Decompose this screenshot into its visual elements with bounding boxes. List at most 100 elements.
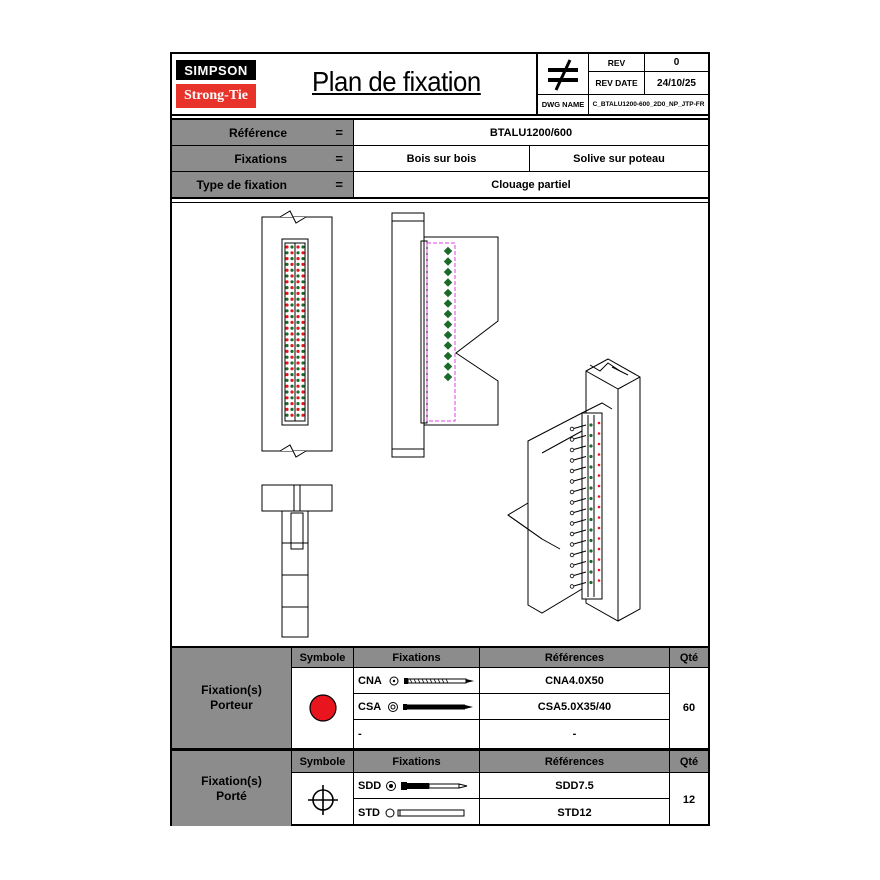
iso-screw-head bbox=[569, 489, 575, 495]
front-nail-dot bbox=[285, 309, 289, 313]
iso-screw-head bbox=[569, 510, 575, 516]
porte-ref-1: SDD7.5 bbox=[480, 773, 670, 799]
rev-value: 0 bbox=[673, 57, 680, 68]
porteur-ref-3: - bbox=[480, 720, 670, 748]
front-nail-dot bbox=[301, 332, 305, 336]
front-nail-dot bbox=[296, 297, 300, 301]
iso-screw-head bbox=[569, 468, 575, 474]
front-nail-dot bbox=[290, 320, 294, 324]
iso-nail-dot bbox=[589, 549, 593, 553]
reference-value: BTALU1200/600 bbox=[354, 120, 708, 146]
front-nail-dot bbox=[296, 384, 300, 388]
porteur-ref-2: CSA5.0X35/40 bbox=[480, 694, 670, 720]
iso-nail-dot bbox=[597, 442, 601, 446]
iso-nail-dot bbox=[589, 507, 593, 511]
front-nail-dot bbox=[290, 245, 294, 249]
cna-nail-icon bbox=[389, 676, 474, 685]
front-nail-dot bbox=[290, 297, 294, 301]
front-nail-dot bbox=[290, 280, 294, 284]
porteur-label-line2: Porteur bbox=[210, 698, 253, 712]
iso-screw-head bbox=[569, 563, 575, 568]
front-nail-dot bbox=[285, 396, 289, 400]
reference-eq: = bbox=[335, 125, 343, 140]
porteur-code-3: - bbox=[358, 728, 362, 740]
porteur-symbole-header: Symbole bbox=[292, 648, 354, 668]
front-nail-dot bbox=[285, 315, 289, 319]
front-nail-dot bbox=[301, 291, 305, 295]
porte-qte-header: Qté bbox=[670, 751, 708, 773]
iso-nail-dot bbox=[589, 580, 593, 585]
front-nail-dot bbox=[301, 390, 305, 394]
iso-screw-line bbox=[571, 445, 587, 451]
front-nail-dot bbox=[290, 378, 294, 382]
csa-screw-icon bbox=[388, 701, 474, 712]
front-nail-dot bbox=[290, 390, 294, 394]
front-nail-dot bbox=[285, 349, 289, 353]
side-nail-dot bbox=[443, 246, 453, 256]
iso-nail-dot bbox=[597, 516, 601, 519]
front-nail-dot bbox=[290, 355, 294, 359]
iso-screw-line bbox=[571, 519, 587, 524]
iso-nail-dot bbox=[589, 475, 593, 480]
front-nail-dot bbox=[290, 344, 294, 348]
front-nail-dot bbox=[301, 396, 305, 400]
front-nail-dot bbox=[296, 373, 300, 377]
porte-qte: 12 bbox=[682, 793, 696, 806]
front-nail-dot bbox=[296, 320, 300, 324]
fixations-value-left: Bois sur bois bbox=[354, 146, 530, 172]
front-nail-dot bbox=[301, 413, 305, 417]
porte-label-line2: Porté bbox=[216, 788, 247, 803]
iso-nail-dot bbox=[597, 421, 601, 425]
front-nail-dot bbox=[296, 396, 300, 400]
iso-screw-line bbox=[571, 424, 587, 430]
front-nail-dot bbox=[301, 257, 305, 261]
front-nail-dot bbox=[301, 297, 305, 301]
front-nail-dot bbox=[290, 338, 294, 342]
iso-nail-dot bbox=[589, 486, 593, 490]
iso-screw-head bbox=[569, 584, 575, 589]
crosshair-icon bbox=[307, 784, 338, 815]
rev-label: REV bbox=[607, 57, 626, 68]
front-nail-dot bbox=[296, 338, 300, 342]
type-value: Clouage partiel bbox=[354, 172, 708, 198]
front-nail-dot bbox=[285, 378, 289, 382]
side-nail-dot bbox=[443, 320, 453, 329]
side-nail-dot bbox=[443, 257, 453, 266]
front-nail-dot bbox=[301, 349, 305, 353]
front-nail-dot bbox=[285, 407, 289, 411]
front-nail-dot bbox=[296, 257, 300, 261]
front-nail-dot bbox=[290, 274, 294, 278]
iso-screw-head bbox=[569, 573, 575, 579]
porte-code-2: STD bbox=[358, 806, 380, 819]
iso-nail-dot bbox=[589, 444, 593, 448]
porteur-code-1: CNA bbox=[358, 674, 382, 687]
front-nail-dot bbox=[290, 413, 294, 417]
front-nail-dot bbox=[296, 315, 300, 319]
iso-screw-head bbox=[569, 479, 575, 484]
iso-nail-dots bbox=[569, 421, 601, 589]
iso-screw-line bbox=[571, 508, 587, 514]
front-nail-dot bbox=[285, 320, 289, 324]
side-nail-dot bbox=[443, 309, 453, 319]
rev-date-value: 24/10/25 bbox=[657, 77, 696, 89]
front-nail-dot bbox=[285, 262, 289, 266]
front-nail-dot bbox=[290, 407, 294, 411]
type-label: Type de fixation bbox=[196, 178, 287, 192]
front-nail-dot bbox=[296, 367, 300, 371]
iso-nail-dot bbox=[597, 474, 601, 477]
fixations-label-cell: Fixations = bbox=[172, 146, 354, 172]
iso-nail-dot bbox=[597, 505, 601, 509]
front-nail-dot bbox=[290, 361, 294, 365]
front-nail-dot bbox=[301, 338, 305, 342]
front-nail-dot bbox=[285, 373, 289, 377]
iso-screw-head bbox=[569, 521, 575, 526]
front-nail-dot bbox=[285, 355, 289, 359]
front-nail-dot bbox=[296, 251, 300, 255]
front-nail-dot bbox=[296, 332, 300, 336]
front-nail-dot bbox=[285, 338, 289, 342]
porte-code-1: SDD bbox=[358, 779, 382, 792]
logo-simpson: SIMPSON bbox=[176, 60, 256, 80]
iso-screw-line bbox=[571, 477, 587, 482]
front-nail-dot bbox=[296, 402, 300, 406]
front-nail-dot bbox=[296, 326, 300, 330]
